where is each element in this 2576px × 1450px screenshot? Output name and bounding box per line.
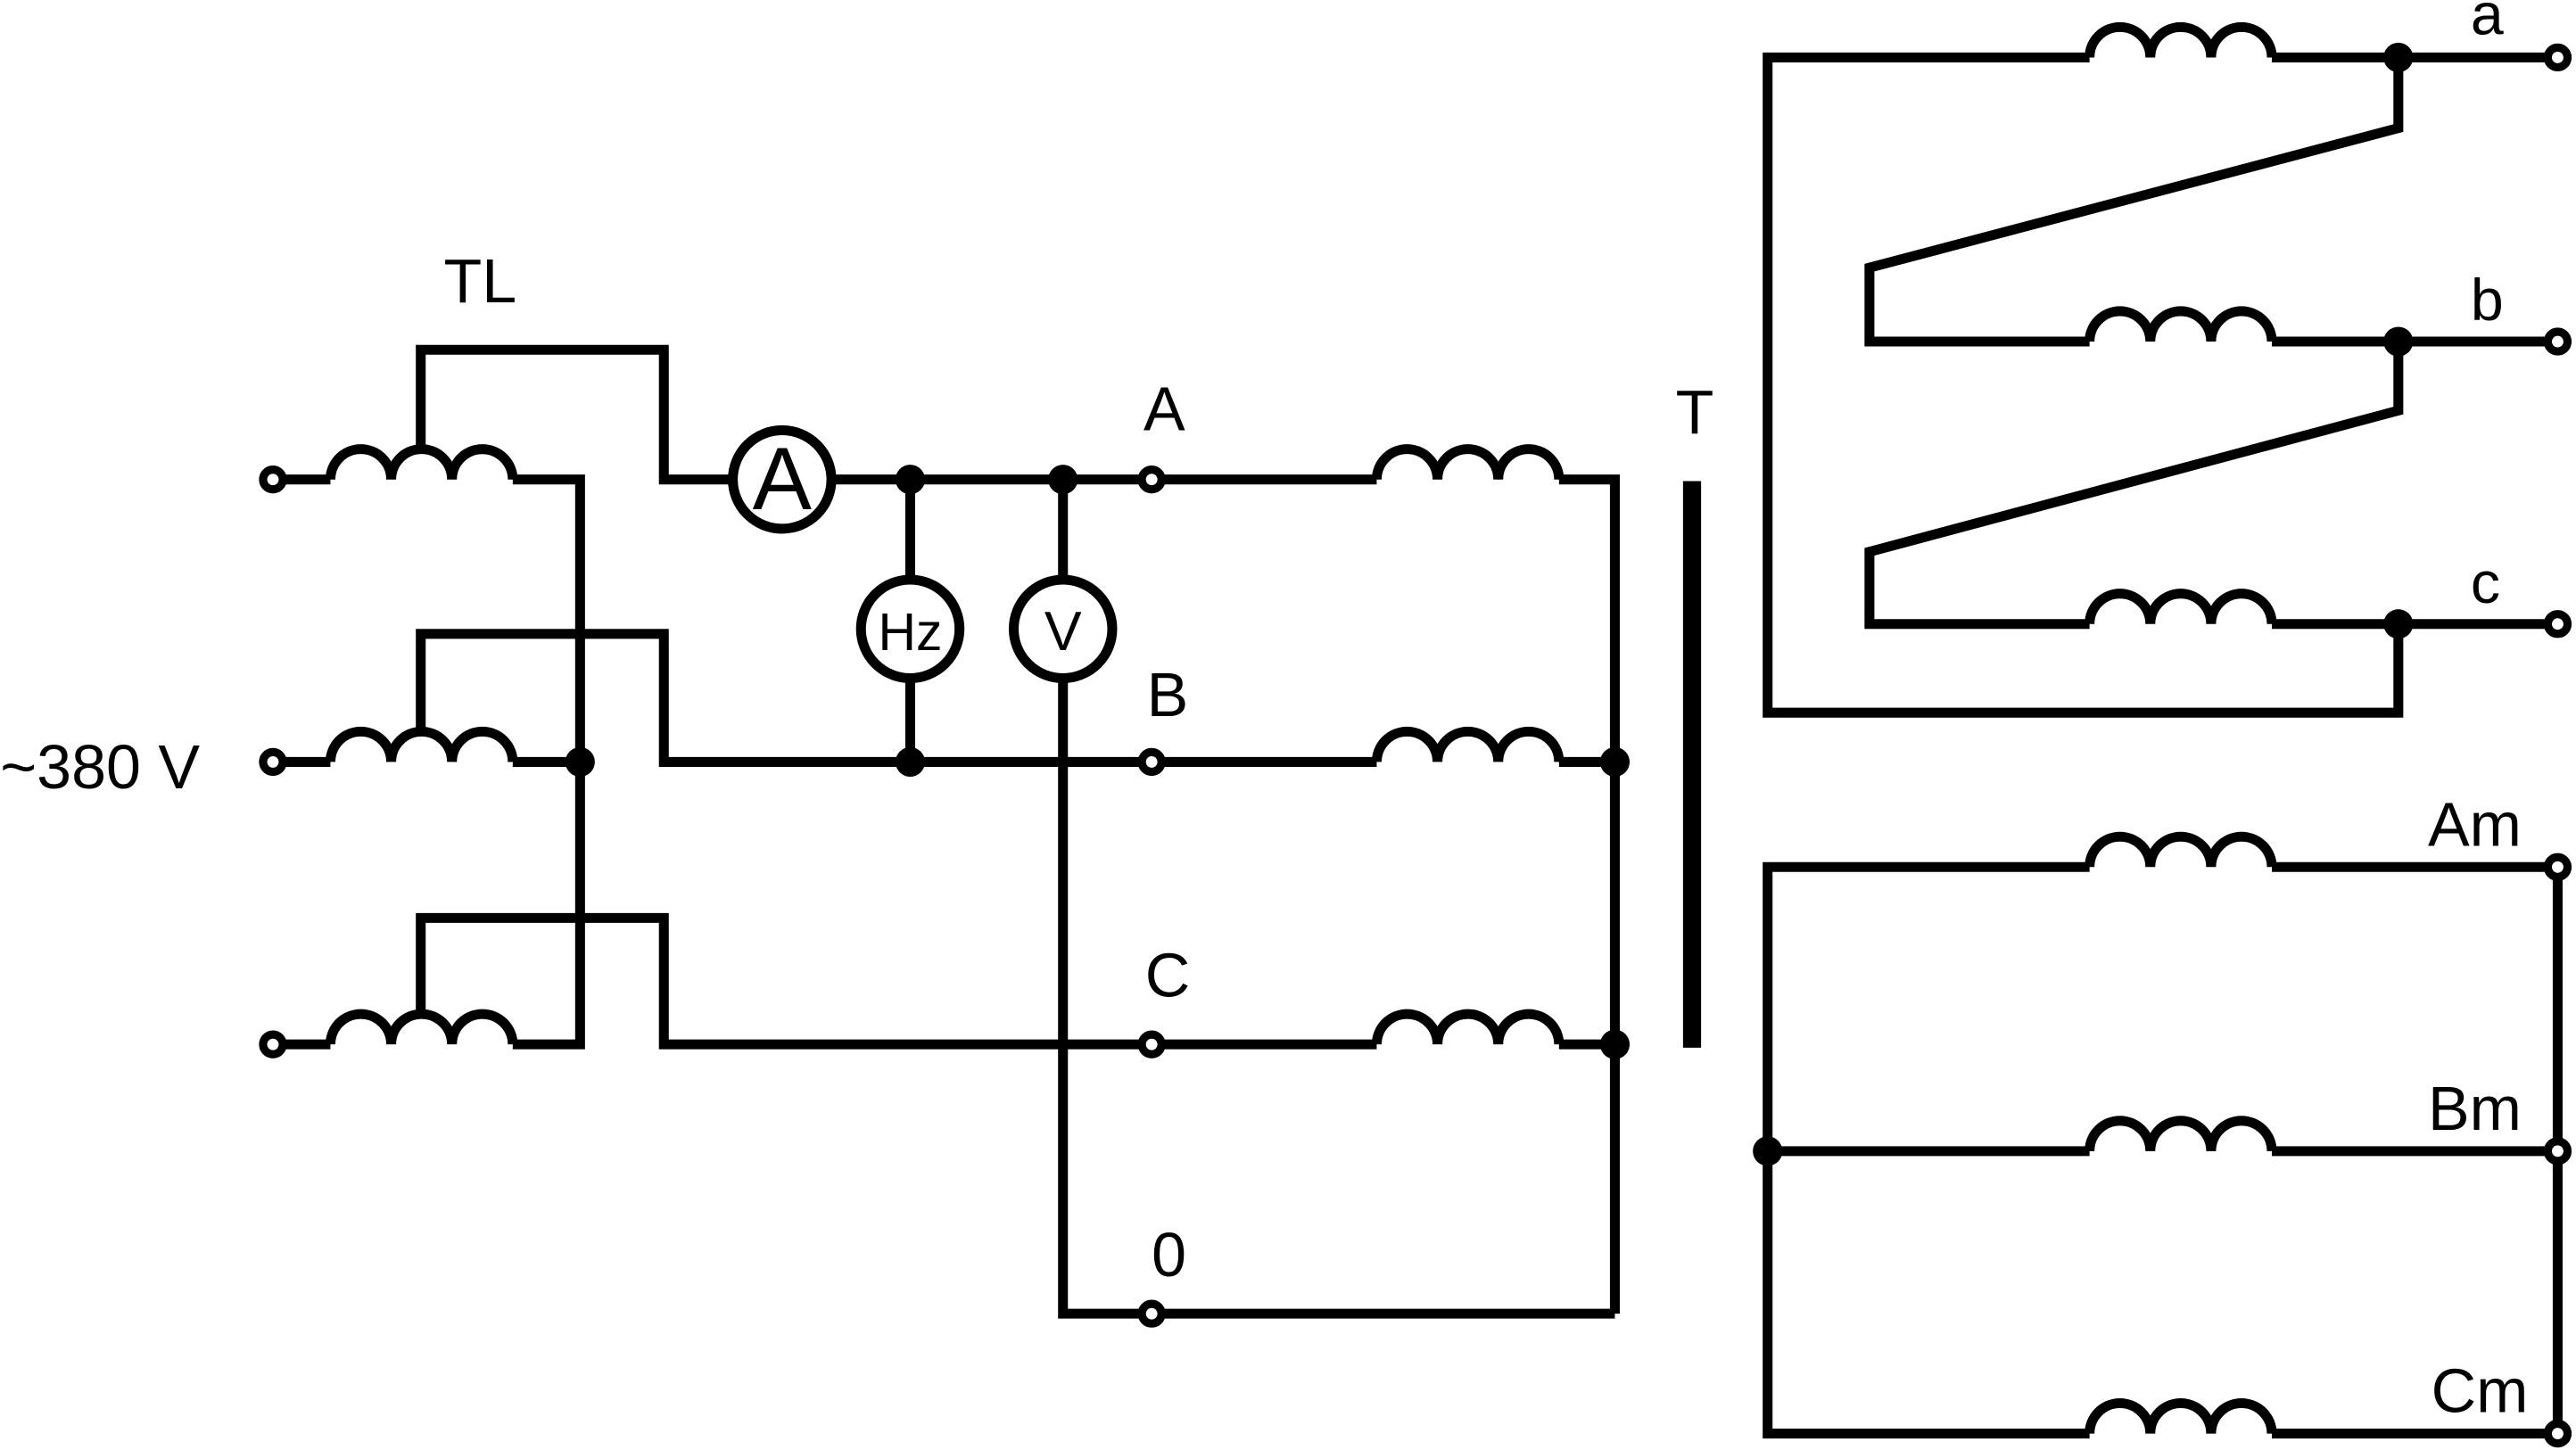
tl-star-point-dot [565, 746, 595, 778]
junction-dot [895, 465, 926, 495]
frequency-meter-label: Hz [878, 604, 942, 662]
junction-dot [2383, 42, 2414, 73]
phase-a-label: A [1144, 374, 1185, 443]
secondary-c-label: c [2471, 550, 2500, 616]
voltmeter-label: V [1044, 600, 1082, 663]
model-winding-am [2085, 831, 2277, 868]
secondary-winding-c [2085, 589, 2277, 625]
terminal-neutral [1137, 1299, 1166, 1328]
terminal-a-secondary [2543, 43, 2572, 72]
secondary-b-label: b [2471, 268, 2504, 334]
primary-winding-a [1371, 444, 1565, 480]
transformer-primary [1137, 444, 1631, 1328]
transformer-label: T [1676, 377, 1714, 447]
secondary-winding-a [2085, 21, 2277, 58]
labels: ~380 V TL T A B C 0 a b c Am Bm Cm [0, 0, 2528, 1426]
voltmeter-icon [1008, 574, 1118, 684]
ammeter-label: A [753, 430, 813, 529]
tl-winding-3 [325, 1009, 518, 1045]
autotransformer-wiring [416, 344, 1152, 1050]
frequency-meter-icon [855, 574, 965, 684]
terminal-c-secondary [2543, 610, 2572, 638]
primary-winding-c [1371, 1009, 1565, 1045]
junction-dot [2383, 609, 2414, 639]
model-cm-label: Cm [2432, 1356, 2529, 1426]
phase-b-label: B [1147, 660, 1189, 729]
primary-star-dot [1599, 1029, 1631, 1059]
model-star-dot [1753, 1136, 1783, 1166]
terminal-b-secondary [2543, 327, 2572, 356]
terminal-c-primary [1137, 1030, 1166, 1059]
autotransformer-label: TL [443, 246, 516, 316]
neutral-label: 0 [1152, 1220, 1186, 1289]
phase-c-label: C [1145, 941, 1191, 1010]
primary-star-dot [1599, 746, 1631, 778]
terminal-cm [2543, 1419, 2572, 1448]
supply-terminal-2 [259, 747, 287, 777]
ammeter-icon [728, 424, 837, 534]
terminal-am [2543, 853, 2572, 881]
secondary-winding-b [2085, 306, 2277, 342]
model-winding-cm [2085, 1398, 2277, 1434]
model-windings [1753, 831, 2572, 1448]
terminal-b-primary [1137, 747, 1166, 777]
terminal-bm [2543, 1137, 2572, 1166]
supply-voltage-label: ~380 V [0, 732, 200, 802]
supply-terminal-3 [259, 1030, 287, 1059]
meters: A Hz V [728, 424, 1152, 1319]
tl-winding-2 [325, 726, 518, 762]
model-bm-label: Bm [2428, 1074, 2522, 1143]
junction-dot [1048, 465, 1078, 495]
transformer-secondary [1763, 21, 2572, 718]
supply-terminals [259, 465, 331, 1059]
tl-winding-1 [325, 444, 518, 480]
primary-winding-b [1371, 726, 1565, 762]
junction-dot [2383, 326, 2414, 357]
model-winding-bm [2085, 1116, 2277, 1152]
supply-terminal-1 [259, 465, 287, 494]
model-am-label: Am [2428, 789, 2522, 859]
terminal-a-primary [1137, 465, 1166, 494]
junction-dot [895, 746, 926, 778]
secondary-a-label: a [2471, 0, 2504, 48]
